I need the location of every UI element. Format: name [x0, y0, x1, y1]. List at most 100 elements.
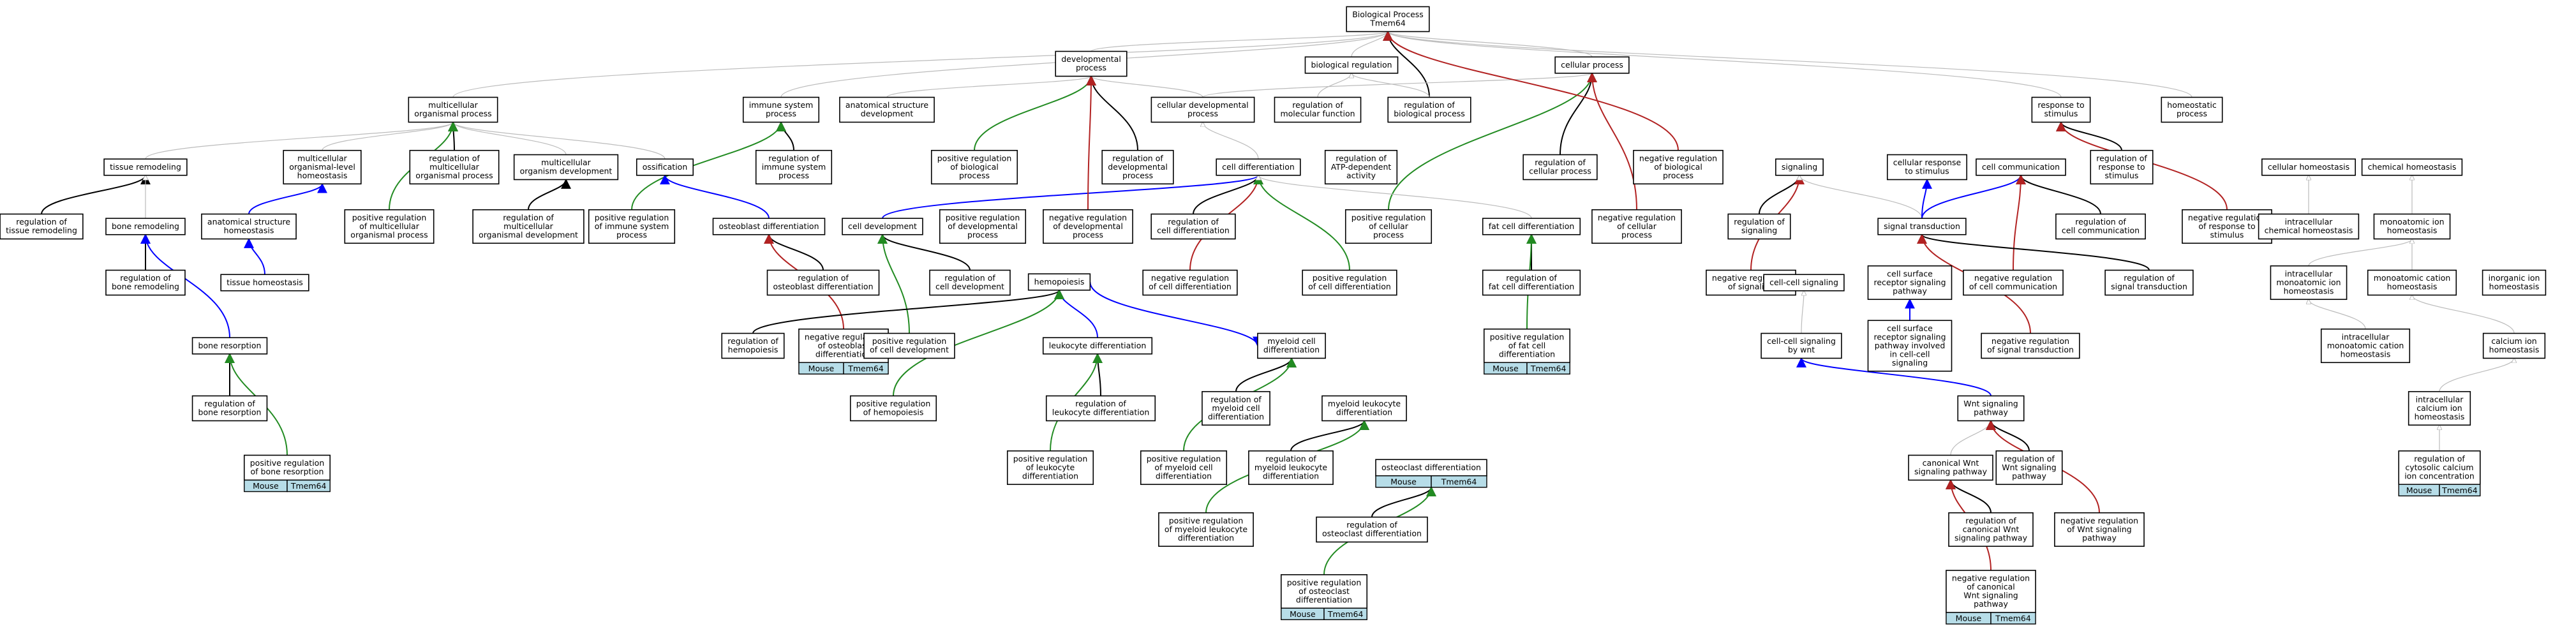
term-node-boneres[interactable]: bone resorption	[191, 337, 268, 355]
term-node-sigtrans[interactable]: signal transduction	[1877, 218, 1967, 235]
term-node-celldev[interactable]: cell development	[842, 218, 923, 235]
term-node-bioreg[interactable]: biological regulation	[1304, 56, 1399, 74]
term-node-cellhomeo[interactable]: cellular homeostasis	[2261, 158, 2356, 176]
term-node-cellcellsig[interactable]: cell-cell signaling	[1763, 274, 1845, 292]
term-node-bonerem[interactable]: bone remodeling	[105, 218, 186, 235]
term-node-osteodiff[interactable]: osteoblast differentiation	[712, 218, 826, 235]
term-node-signaling[interactable]: signaling	[1775, 158, 1824, 176]
term-node-fatdiff[interactable]: fat cell differentiation	[1482, 218, 1581, 235]
term-node-tisrem[interactable]: tissue remodeling	[103, 158, 188, 176]
term-node-cellp[interactable]: cellular process	[1554, 56, 1630, 74]
edge-is_a	[1388, 32, 1593, 57]
term-box	[1140, 450, 1228, 486]
term-node-celldiff[interactable]: cell differentiation	[1216, 158, 1301, 176]
term-node-tishomeo[interactable]: tissue homeostasis	[220, 274, 309, 292]
term-node-leukdiff[interactable]: leukocyte differentiation	[1042, 337, 1153, 355]
term-node-cellcomm[interactable]: cell communication	[1976, 158, 2066, 176]
term-label-line: regulation of	[1168, 217, 1219, 226]
term-node-ossif[interactable]: ossification	[636, 158, 694, 176]
term-node-hemopoiesis[interactable]: hemopoiesis	[1027, 273, 1091, 291]
term-node-chemhomeo[interactable]: chemical homeostasis	[2361, 158, 2463, 176]
